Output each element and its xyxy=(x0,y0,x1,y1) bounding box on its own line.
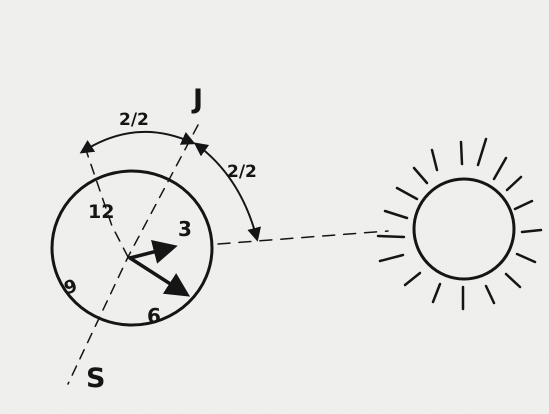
north-marker-label: J xyxy=(191,84,203,115)
clock-numeral-3: 3 xyxy=(178,217,192,241)
angle-right-label: 2/2 xyxy=(227,162,257,182)
clock-numeral-6: 6 xyxy=(147,304,161,328)
clock-numeral-12: 12 xyxy=(88,201,114,223)
angle-top-label: 2/2 xyxy=(119,110,149,130)
south-marker-label: S xyxy=(86,363,105,394)
